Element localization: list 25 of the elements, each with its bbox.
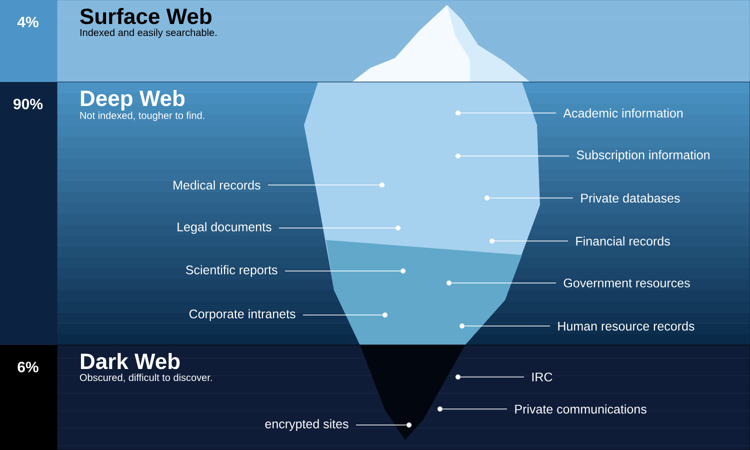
label: Private databases [581,193,680,203]
label: Legal documents [178,222,272,234]
label: Subscription information [576,150,710,162]
label: Human resource records [558,321,694,331]
label: Government resources [564,278,690,288]
percentage-label: 6% [0,345,57,450]
leader-line [284,270,401,272]
label: Scientific reports [186,265,278,277]
leader-line [451,282,556,284]
percentage-label: 4% [0,0,57,82]
leader-line [460,112,556,114]
leader-line [356,424,407,426]
label: Financial records [576,236,670,246]
label: encrypted sites [265,419,348,431]
leader-line [442,408,508,410]
leader-line [460,376,524,378]
percentage-label: 90% [0,82,57,345]
label: Corporate intranets [189,309,296,321]
label: Academic information [563,108,683,118]
label: IRC [532,372,552,382]
label: Private communications [515,404,646,414]
label: Medical records [174,180,260,190]
leader-line [302,314,383,316]
leader-line [268,184,380,186]
leader-line [494,240,568,242]
